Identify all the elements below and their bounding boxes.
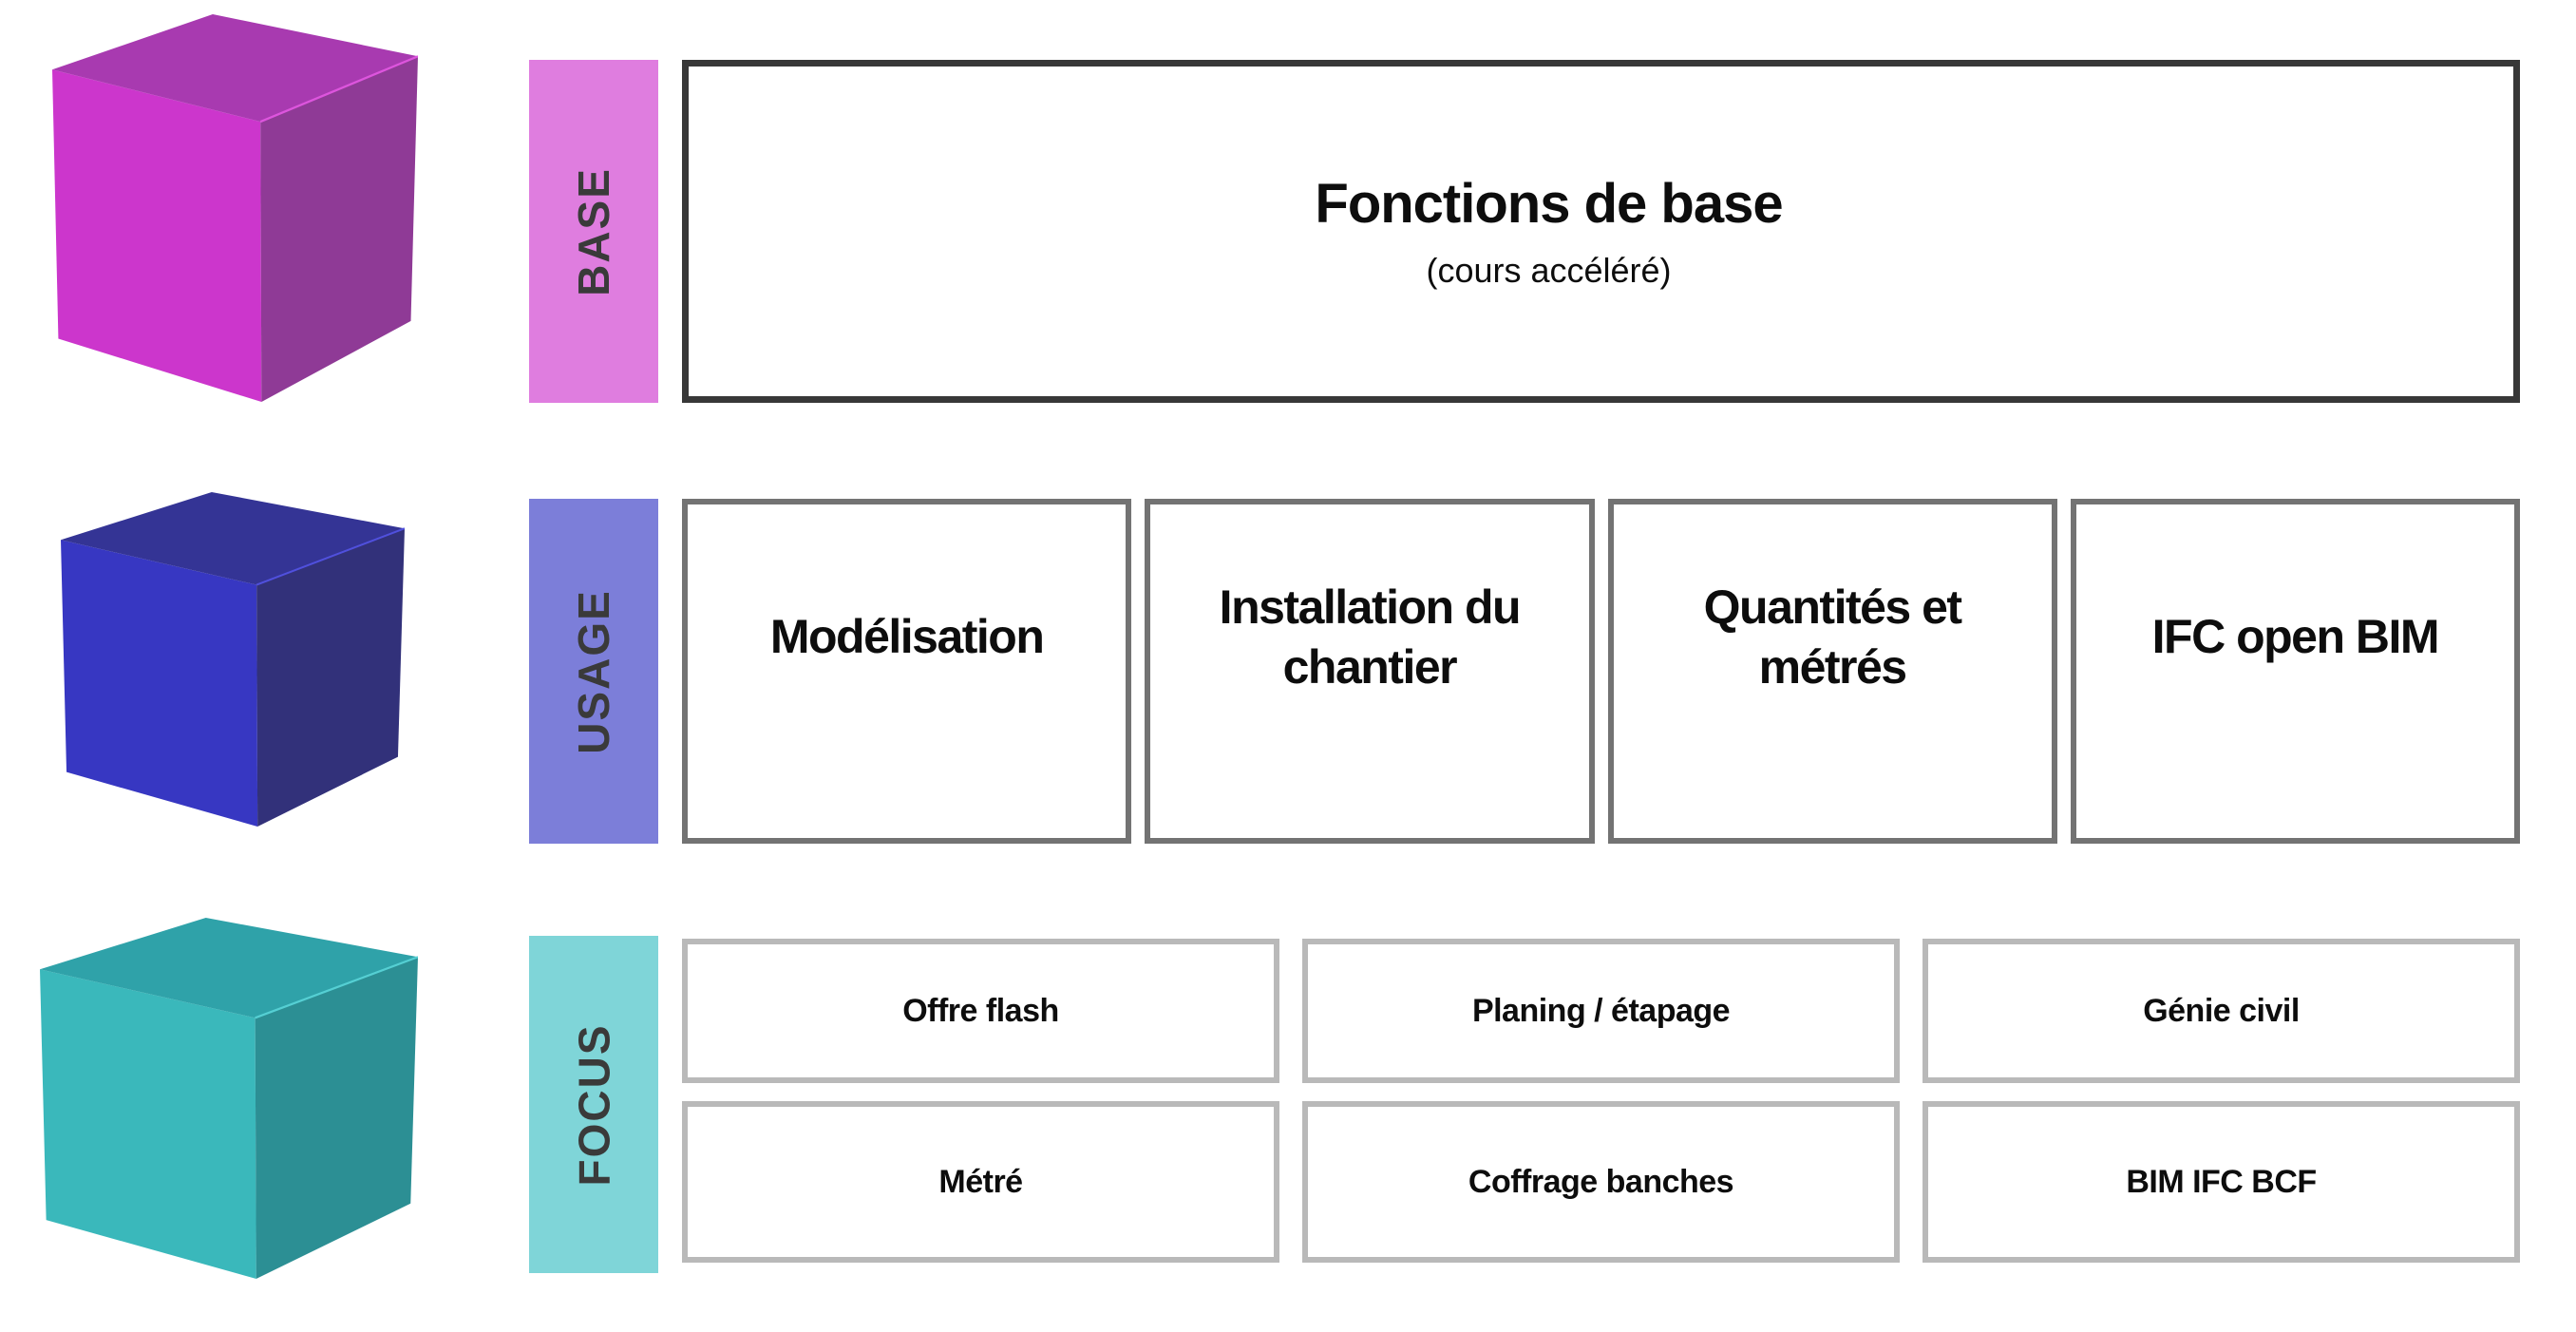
base-box-title: Fonctions de base — [1315, 173, 1783, 235]
box-modelisation: Modélisation — [682, 499, 1132, 844]
cube-front-face — [52, 69, 262, 402]
box-quantites-et-metres: Quantités et métrés — [1607, 499, 2057, 844]
cube-right-face — [260, 56, 418, 402]
box-planing-etapage-label: Planing / étapage — [1471, 992, 1731, 1029]
box-modelisation-label: Modélisation — [769, 610, 1045, 664]
row-label-focus-text: FOCUS — [569, 1023, 618, 1186]
box-installation-du-chantier-label: Installation du chantier — [1219, 580, 1522, 694]
cube-right-face — [256, 528, 405, 827]
row-label-usage-text: USAGE — [569, 588, 618, 754]
cube-top-face — [61, 492, 405, 585]
cube-edge-highlight — [255, 956, 418, 1019]
box-installation-du-chantier: Installation du chantier — [1145, 499, 1595, 844]
usage-boxes-row: Modélisation Installation du chantier Qu… — [682, 499, 2520, 844]
box-genie-civil: Génie civil — [1923, 939, 2520, 1083]
box-ifc-open-bim-label: IFC open BIM — [2151, 610, 2440, 664]
cube-top-face — [40, 918, 418, 1018]
box-quantites-et-metres-label: Quantités et métrés — [1703, 580, 1962, 694]
box-metre-label: Métré — [938, 1163, 1023, 1200]
cube-edge-highlight — [256, 527, 405, 586]
box-offre-flash: Offre flash — [682, 939, 1279, 1083]
magenta-cube-icon — [52, 14, 418, 402]
box-bim-ifc-bcf-label: BIM IFC BCF — [2126, 1163, 2317, 1200]
cube-right-face — [255, 957, 418, 1279]
row-label-base: BASE — [529, 60, 658, 403]
cube-front-face — [40, 969, 256, 1279]
box-planing-etapage: Planing / étapage — [1302, 939, 1900, 1083]
box-bim-ifc-bcf: BIM IFC BCF — [1923, 1101, 2520, 1263]
box-fonctions-de-base: Fonctions de base (cours accéléré) — [682, 60, 2520, 403]
cube-top-face — [52, 14, 418, 123]
cube-front-face — [61, 540, 258, 827]
row-label-base-text: BASE — [569, 166, 618, 296]
box-metre: Métré — [682, 1101, 1279, 1263]
box-offre-flash-label: Offre flash — [902, 992, 1059, 1029]
base-box-subtitle: (cours accéléré) — [1426, 251, 1672, 290]
row-label-usage: USAGE — [529, 499, 658, 844]
box-coffrage-banches: Coffrage banches — [1302, 1101, 1900, 1263]
focus-boxes-grid: Offre flash Planing / étapage Génie civi… — [682, 939, 2520, 1263]
cube-edge-highlight — [259, 55, 418, 124]
row-label-focus: FOCUS — [529, 936, 658, 1273]
blue-cube-icon — [61, 492, 405, 827]
box-coffrage-banches-label: Coffrage banches — [1468, 1163, 1734, 1200]
teal-cube-icon — [40, 918, 418, 1279]
box-genie-civil-label: Génie civil — [2143, 992, 2300, 1029]
box-ifc-open-bim: IFC open BIM — [2070, 499, 2520, 844]
